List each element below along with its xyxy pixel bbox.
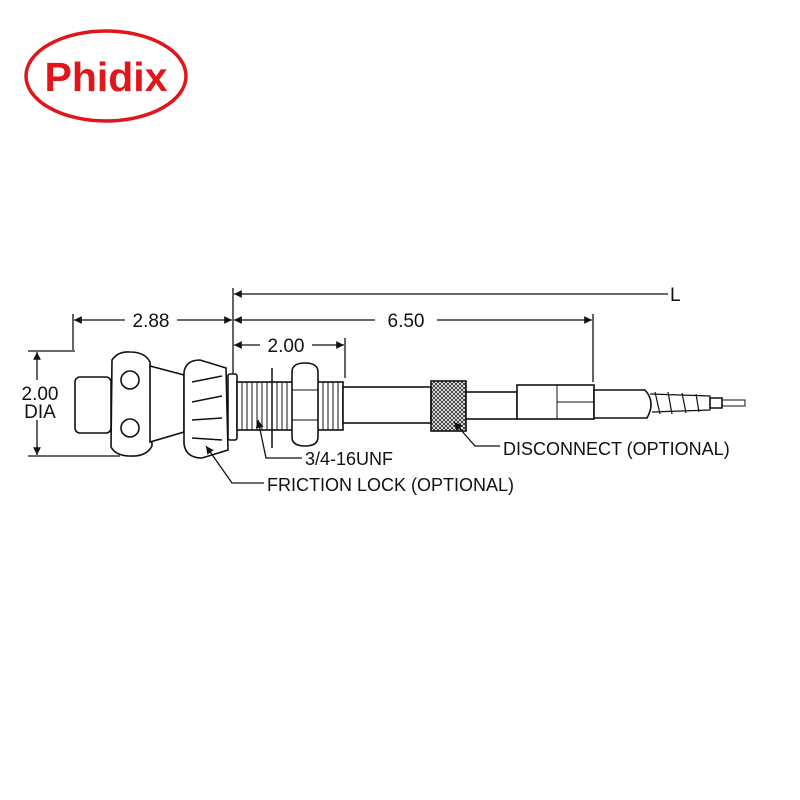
wire-braid [649, 391, 711, 415]
knob-grip [120, 418, 140, 438]
probe-tube [465, 391, 518, 420]
leader-thread [255, 419, 302, 459]
back-cap [74, 376, 112, 434]
phidix-logo: Phidix [24, 29, 188, 123]
dim-label-650: 6.50 [388, 311, 425, 332]
threads [241, 382, 339, 430]
threaded-section [236, 381, 344, 431]
friction-lock [183, 359, 229, 459]
hex-nut [291, 362, 319, 447]
logo-text: Phidix [44, 54, 167, 100]
probe-tube [342, 386, 432, 424]
dim-label-l: L [670, 285, 681, 306]
leader-disconnect [453, 421, 500, 447]
knob-grip [120, 370, 140, 390]
leader-friction-lock [205, 445, 264, 484]
nut-edges [292, 389, 318, 421]
friction-lock-flutes [191, 375, 223, 441]
probe-assembly [74, 351, 746, 459]
callout-thread: 3/4-16UNF [305, 449, 393, 469]
cable-jacket [593, 389, 652, 419]
wire-tip [722, 399, 746, 407]
callout-friction-lock: FRICTION LOCK (OPTIONAL) [267, 475, 514, 495]
callout-disconnect: DISCONNECT (OPTIONAL) [503, 439, 730, 459]
dim-label-dia-unit: DIA [24, 402, 56, 423]
handle-cone [149, 364, 185, 444]
dim-label-288: 2.88 [133, 311, 170, 332]
dim-label-200: 2.00 [268, 336, 305, 357]
fitting-edges [556, 385, 594, 419]
wire-end [709, 397, 723, 409]
handle-knob [110, 351, 153, 457]
dim-label-dia-value: 2.00 [22, 384, 59, 405]
lock-ring [227, 373, 238, 441]
disconnect-knurl [430, 380, 467, 432]
